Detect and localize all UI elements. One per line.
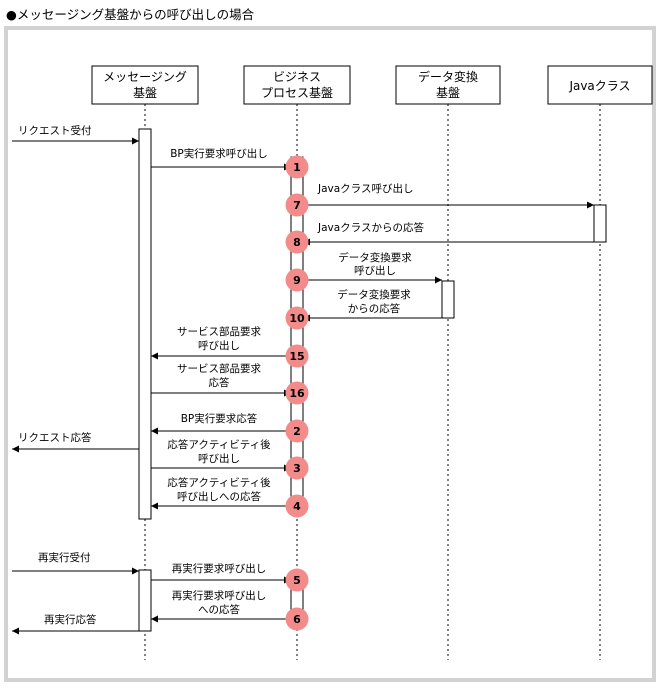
label-retry-call-response-2: への応答 bbox=[198, 603, 240, 616]
label-conv-call-1: データ変換要求 bbox=[338, 251, 412, 264]
step-number-16: 16 bbox=[289, 387, 305, 400]
label-post-activity-call-1: 応答アクティビティ後 bbox=[167, 438, 271, 451]
label-service-response-2: 応答 bbox=[209, 376, 230, 389]
participant-conv-line-2: 基盤 bbox=[436, 86, 460, 100]
participant-conv: データ変換 基盤 bbox=[395, 65, 501, 105]
step-number-7: 7 bbox=[293, 199, 301, 212]
step-circle-5: 5 bbox=[285, 568, 309, 592]
step-number-2: 2 bbox=[293, 425, 301, 438]
label-retry-call-response-1: 再実行要求呼び出し bbox=[172, 589, 267, 602]
page-title: ●メッセージング基盤からの呼び出しの場合 bbox=[6, 7, 255, 22]
participant-conv-line-1: データ変換 bbox=[418, 69, 478, 84]
step-circle-15: 15 bbox=[285, 344, 309, 368]
label-conv-call-2: 呼び出し bbox=[354, 264, 396, 277]
label-conv-response-2: からの応答 bbox=[348, 302, 401, 315]
step-circle-2: 2 bbox=[285, 419, 309, 443]
label-post-activity-response-1: 応答アクティビティ後 bbox=[167, 476, 271, 489]
label-bp-exec-call: BP実行要求呼び出し bbox=[170, 147, 268, 160]
label-post-activity-call-2: 呼び出し bbox=[198, 452, 240, 465]
activation-conv bbox=[441, 280, 455, 319]
step-circle-1: 1 bbox=[285, 155, 309, 179]
participant-java: Javaクラス bbox=[547, 65, 653, 105]
activation-msg-main bbox=[138, 128, 152, 520]
label-post-activity-response-2: 呼び出しへの応答 bbox=[177, 490, 261, 503]
label-service-call-1: サービス部品要求 bbox=[177, 325, 261, 338]
step-number-6: 6 bbox=[293, 613, 301, 626]
participant-java-line-1: Javaクラス bbox=[568, 79, 630, 93]
step-number-1: 1 bbox=[293, 161, 301, 174]
step-number-9: 9 bbox=[293, 274, 301, 287]
step-circle-4: 4 bbox=[285, 494, 309, 518]
participant-bp-line-2: プロセス基盤 bbox=[261, 86, 333, 100]
step-circle-10: 10 bbox=[285, 306, 309, 330]
label-retry-received: 再実行受付 bbox=[38, 551, 91, 564]
label-retry-call: 再実行要求呼び出し bbox=[172, 562, 267, 575]
label-retry-response: 再実行応答 bbox=[44, 613, 97, 626]
step-circle-16: 16 bbox=[285, 381, 309, 405]
label-request-response: リクエスト応答 bbox=[18, 431, 92, 444]
step-circle-6: 6 bbox=[285, 607, 309, 631]
step-number-4: 4 bbox=[293, 500, 301, 513]
participant-msg: メッセージング 基盤 bbox=[91, 65, 199, 105]
step-circle-3: 3 bbox=[285, 456, 309, 480]
label-conv-response-1: データ変換要求 bbox=[337, 288, 411, 301]
label-java-call: Javaクラス呼び出し bbox=[317, 182, 413, 195]
step-number-5: 5 bbox=[293, 574, 301, 587]
step-circle-9: 9 bbox=[285, 268, 309, 292]
label-java-response: Javaクラスからの応答 bbox=[317, 221, 424, 234]
step-circle-7: 7 bbox=[285, 193, 309, 217]
step-circle-8: 8 bbox=[285, 230, 309, 254]
step-number-3: 3 bbox=[293, 462, 301, 475]
activation-msg-retry bbox=[138, 569, 152, 632]
label-request-received: リクエスト受付 bbox=[18, 124, 92, 137]
participant-msg-line-2: 基盤 bbox=[133, 86, 157, 100]
step-number-8: 8 bbox=[293, 236, 301, 249]
step-number-10: 10 bbox=[289, 312, 305, 325]
diagram-frame bbox=[4, 26, 656, 682]
activation-java bbox=[593, 204, 607, 243]
label-service-call-2: 呼び出し bbox=[198, 339, 240, 352]
label-bp-exec-response: BP実行要求応答 bbox=[181, 412, 258, 425]
participant-msg-line-1: メッセージング bbox=[103, 70, 187, 84]
step-number-15: 15 bbox=[289, 350, 304, 363]
participant-bp: ビジネス プロセス基盤 bbox=[243, 65, 351, 105]
label-service-response-1: サービス部品要求 bbox=[177, 362, 261, 375]
participant-bp-line-1: ビジネス bbox=[273, 70, 321, 84]
